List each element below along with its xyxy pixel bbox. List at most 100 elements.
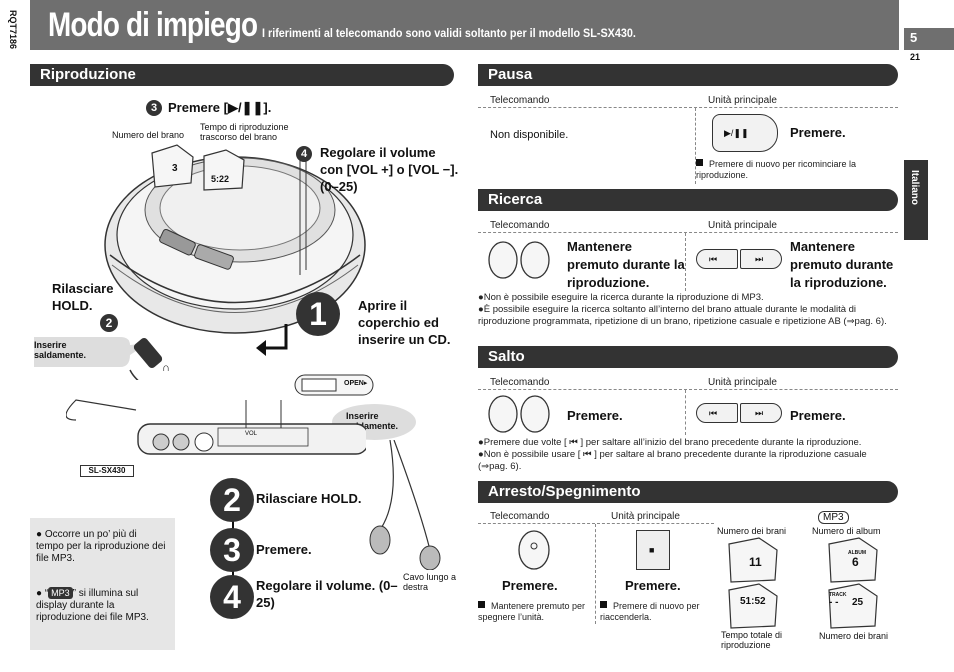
- cable-right-label: Cavo lungo a destra: [403, 572, 457, 592]
- display-track-count-shape: [828, 583, 878, 629]
- section-pausa: Pausa: [478, 64, 898, 86]
- display-album-word: ALBUM: [848, 550, 867, 556]
- ricerca-note-2: ●È possibile eseguire la ricerca soltant…: [478, 304, 887, 327]
- page-header: [30, 0, 899, 50]
- salto-col-main: Unità principale: [708, 377, 777, 388]
- callout-bubble-left: [34, 337, 148, 367]
- arresto-rule: [478, 523, 714, 524]
- display-tracks-shape: [728, 537, 778, 583]
- display-track-shape: [151, 144, 194, 188]
- salto-note-2: ●Non è possibile usare [ ⏮ ] per saltare…: [478, 449, 867, 472]
- salto-col-remote: Telecomando: [490, 377, 550, 388]
- page-title: Modo di impiego: [48, 6, 258, 44]
- display-total-time: 51:52: [740, 596, 766, 607]
- pausa-divider: [695, 108, 696, 184]
- page-sub-number: 21: [910, 52, 921, 62]
- section-arresto: Arresto/Spegnimento: [478, 481, 898, 503]
- step-3-badge: 3: [210, 528, 254, 572]
- arresto-col-remote: Telecomando: [490, 511, 550, 522]
- step-4-small-badge: 4: [296, 146, 312, 162]
- arresto-main-action: Premere.: [625, 578, 681, 593]
- bullet-square: [696, 159, 703, 166]
- model-label: SL-SX430: [80, 465, 134, 477]
- ricerca-note-1: ●Non è possibile eseguire la ricerca dur…: [478, 292, 764, 303]
- step3-text: Premere.: [256, 542, 312, 557]
- prev-icon: ⏮: [709, 254, 718, 264]
- display-track-word: TRACK: [829, 592, 847, 598]
- display-album-number: 6: [852, 555, 859, 569]
- arresto-divider: [595, 524, 596, 624]
- pausa-note: Premere di nuovo per ricominciare la rip…: [696, 159, 896, 181]
- arresto-main-note-text: Premere di nuovo per riaccenderla.: [600, 601, 700, 622]
- vol-label: VOL: [245, 431, 258, 437]
- display-track-number: 3: [172, 163, 178, 174]
- ricerca-divider: [685, 233, 686, 291]
- next-icon: ⏭: [755, 254, 764, 264]
- remote-illustration: [66, 399, 366, 455]
- mp3-badge: MP3: [48, 587, 73, 599]
- prev-button-illustration: [696, 249, 738, 269]
- ricerca-col-remote: Telecomando: [490, 220, 550, 231]
- display-time-shape: [203, 149, 245, 191]
- main-stop-button-illustration: [636, 530, 670, 570]
- note-mp3-prefix: ● “: [36, 588, 49, 599]
- section-riproduzione: Riproduzione: [30, 64, 454, 86]
- notes-box: [30, 518, 175, 650]
- play-pause-button-illustration: [712, 114, 778, 152]
- pausa-main-action: Premere.: [790, 125, 846, 140]
- display-time: 5:22: [211, 174, 230, 184]
- step4-top-text: Regolare il volume con [VOL +] o [VOL −]…: [320, 145, 459, 194]
- skip-prev-icon: ⏮: [709, 408, 718, 418]
- pausa-col-main: Unità principale: [708, 95, 777, 106]
- salto-rule: [478, 389, 898, 390]
- salto-note-1: ●Premere due volte [ ⏮ ] per saltare all…: [478, 437, 862, 448]
- label-elapsed-time: Tempo di riproduzione trascorso del bran…: [200, 122, 289, 142]
- salto-divider: [685, 390, 686, 435]
- release-hold-text: Rilasciare HOLD.: [52, 281, 114, 313]
- stop-icon: ■: [649, 545, 655, 555]
- ricerca-main-action: Mantenere premuto durante la riproduzion…: [790, 239, 894, 290]
- step2-text: Rilasciare HOLD.: [256, 491, 362, 506]
- label-total-tracks: Numero dei brani: [717, 526, 787, 536]
- arresto-col-main: Unità principale: [611, 511, 680, 522]
- section-ricerca: Ricerca: [478, 189, 898, 211]
- language-label: Italiano: [909, 170, 920, 206]
- salto-main-action: Premere.: [790, 408, 846, 423]
- note-mp3-indicator: ● “MP3” si illumina sul display durante …: [36, 587, 168, 624]
- open-switch-label: OPEN▸: [344, 380, 368, 387]
- play-pause-glyph: ▶/❚❚: [724, 128, 749, 138]
- label-album-number: Numero di album: [812, 526, 881, 536]
- next-button-illustration: [740, 249, 782, 269]
- bullet-square: [478, 601, 485, 608]
- pausa-rule: [478, 107, 898, 108]
- headphone-icon: ∩: [162, 362, 170, 374]
- display-album-shape: [828, 537, 878, 583]
- note-mp3-time: ● Occorre un po’ più di tempo per la rip…: [36, 529, 166, 564]
- step-3-small-badge: 3: [146, 100, 162, 116]
- arresto-remote-action: Premere.: [502, 578, 558, 593]
- remote-skip-buttons-illustration: [488, 395, 550, 433]
- bullet-square: [600, 601, 607, 608]
- skip-next-icon: ⏭: [755, 408, 764, 418]
- arresto-remote-note: Mantenere premuto per spegnere l’unità.: [478, 601, 590, 623]
- pausa-col-remote: Telecomando: [490, 95, 550, 106]
- pausa-remote-text: Non disponibile.: [490, 129, 569, 141]
- insert-firmly-left: Inserire saldamente.: [34, 340, 87, 360]
- doc-code: RQT7186: [8, 10, 18, 50]
- label-total-time: Tempo totale di riproduzione: [721, 630, 783, 650]
- skip-prev-button-illustration: [696, 403, 738, 423]
- page-number: 5: [910, 30, 918, 45]
- remote-stop-button-illustration: [518, 530, 550, 570]
- hold-switch-illustration: [294, 374, 374, 396]
- arresto-main-note: Premere di nuovo per riaccenderla.: [600, 601, 715, 623]
- page-number-box: [904, 28, 954, 50]
- ricerca-remote-action: Mantenere premuto durante la riproduzion…: [567, 239, 685, 290]
- step-2-badge: 2: [210, 478, 254, 522]
- step3-top-text: Premere [▶/❚❚].: [168, 100, 272, 115]
- ricerca-rule: [478, 232, 898, 233]
- section-salto: Salto: [478, 346, 898, 368]
- step-1-badge: 1: [296, 292, 340, 336]
- display-track-count: 25: [852, 597, 864, 608]
- insert-firmly-right: Inserire saldamente.: [346, 411, 399, 431]
- display-total-tracks: 11: [749, 555, 762, 569]
